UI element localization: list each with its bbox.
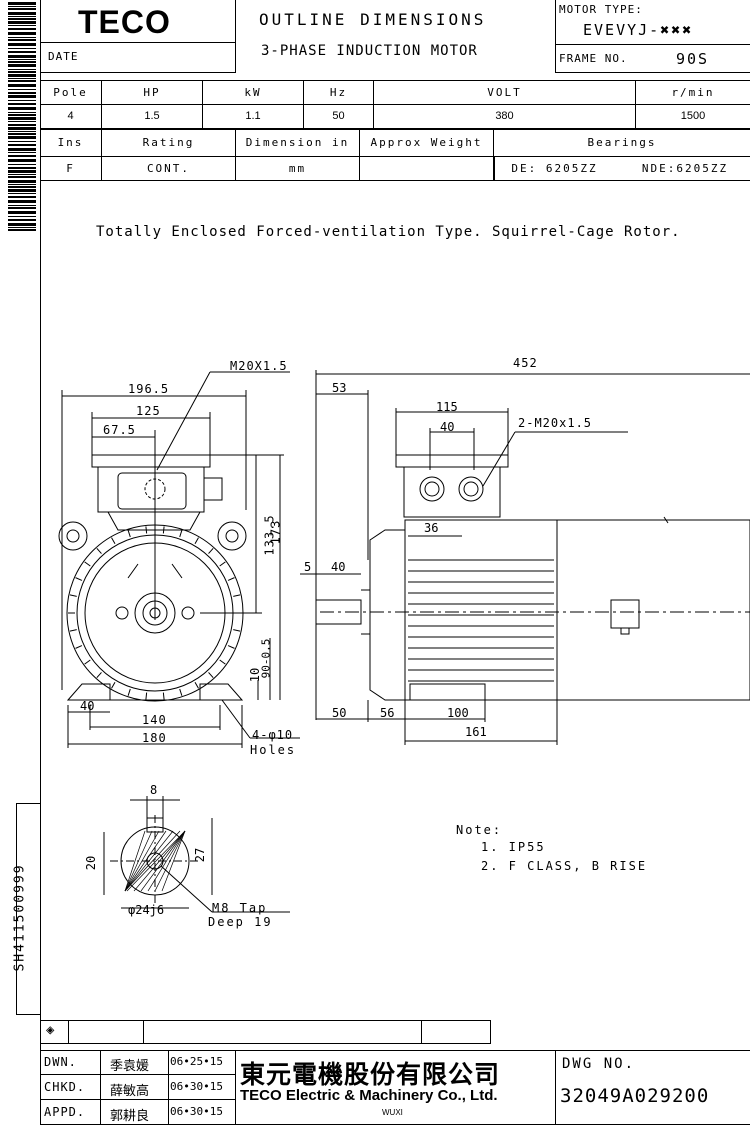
- note-title: Note:: [456, 823, 503, 837]
- dwg-number: 32049A029200: [560, 1085, 710, 1107]
- dim-173: 173: [268, 519, 283, 545]
- spec-header-3: Hz: [304, 80, 374, 104]
- date-label: DATE: [48, 50, 79, 63]
- dim-180: 180: [142, 731, 167, 745]
- frame-label: FRAME NO.: [559, 52, 628, 65]
- motor-type-label: MOTOR TYPE:: [559, 3, 643, 16]
- dim-40-bottom: 40: [80, 699, 95, 713]
- description: Totally Enclosed Forced-ventilation Type…: [96, 224, 681, 240]
- spec-header-5: r/min: [671, 85, 715, 99]
- spec-value-2: 1.1: [203, 104, 304, 128]
- dim-196: 196.5: [128, 382, 170, 396]
- dim-thread-right: 2-M20x1.5: [518, 416, 593, 430]
- dim-100: 100: [447, 706, 469, 720]
- side-code: SH411500999: [12, 863, 28, 972]
- side-code-box: [16, 803, 41, 1015]
- teco-logo: TECO: [78, 4, 171, 40]
- revision-diamond-icon: ◈: [46, 1022, 55, 1038]
- dim-key-width: 8: [150, 783, 158, 797]
- dim-shaft-dia: φ24j6: [128, 903, 165, 917]
- tb-date-0: 06•25•15: [170, 1055, 223, 1068]
- dim-36: 36: [424, 521, 439, 535]
- dwg-label: DWG NO.: [562, 1056, 636, 1072]
- title-line-2: 3-PHASE INDUCTION MOTOR: [261, 43, 478, 59]
- dim-key-height-left: 20: [84, 855, 99, 871]
- dim-452: 452: [513, 356, 538, 370]
- note-item-1: 1. IP55: [481, 840, 546, 854]
- dim-key-height-right: 27: [193, 847, 208, 863]
- ins-value: F: [40, 156, 102, 181]
- title-block: [40, 1050, 750, 1125]
- company-english: TECO Electric & Machinery Co., Ltd.: [240, 1087, 498, 1104]
- spec-header-4: VOLT: [374, 80, 636, 104]
- tb-name-0: 季袁媛: [110, 1059, 150, 1074]
- dim-161: 161: [465, 725, 487, 739]
- dim-5: 5: [304, 560, 312, 574]
- dim-holes: 4-φ10: [252, 728, 294, 742]
- dim-tap-deep: Deep 19: [208, 915, 273, 929]
- frame-row: [555, 44, 750, 73]
- dim-140: 140: [142, 713, 167, 727]
- tb-label-0: DWN.: [44, 1055, 77, 1069]
- tb-label-1: CHKD.: [44, 1080, 86, 1094]
- frame-value: 90S: [676, 50, 710, 68]
- dim-50: 50: [332, 706, 347, 720]
- dim-40-shaft: 40: [331, 560, 346, 574]
- bearing-de-value: DE: 6205ZZ: [494, 156, 614, 181]
- tb-label-2: APPD.: [44, 1105, 86, 1119]
- motor-type-value: EVEVYJ-✖✖✖: [583, 21, 694, 39]
- dim-holes-label: Holes: [250, 743, 297, 757]
- dim-125: 125: [136, 404, 161, 418]
- spec-header-0: Pole: [40, 80, 102, 104]
- spec2-header-1: Rating: [102, 128, 236, 156]
- side-view: [300, 370, 750, 745]
- tb-date-1: 06•30•15: [170, 1080, 223, 1093]
- logo-box: [40, 0, 236, 73]
- tb-name-1: 薛敏高: [110, 1084, 150, 1099]
- dim-thread-left: M20X1.5: [230, 359, 288, 373]
- dim-40-top: 40: [440, 420, 455, 434]
- barcode: [8, 2, 36, 234]
- spec-value-1: 1.5: [102, 104, 203, 128]
- dim-53: 53: [332, 381, 347, 395]
- spec2-header-4: Bearings: [587, 135, 657, 149]
- tb-name-2: 郭耕良: [110, 1109, 150, 1124]
- title-line-1: OUTLINE DIMENSIONS: [259, 10, 487, 29]
- dim-tap: M8 Tap: [212, 901, 268, 915]
- spec-header-1: HP: [102, 80, 203, 104]
- spec-header-2: kW: [203, 80, 304, 104]
- front-view: [58, 371, 300, 748]
- rating-value: CONT.: [102, 156, 236, 181]
- spec2-header-2: Dimension in: [236, 128, 360, 156]
- revision-strip: [40, 1020, 491, 1044]
- dimension-unit-value: mm: [236, 156, 360, 181]
- company-chinese: 東元電機股份有限公司: [240, 1060, 501, 1089]
- dim-67: 67.5: [103, 423, 136, 437]
- spec-value-0: 4: [40, 104, 102, 128]
- bearing-nde-value: NDE:6205ZZ: [641, 162, 729, 175]
- dim-115: 115: [436, 400, 458, 414]
- spec2-header-3: Approx Weight: [360, 128, 494, 156]
- spec-value-3: 50: [304, 104, 374, 128]
- plant-name: WUXI: [382, 1108, 403, 1117]
- motor-type-box: [555, 0, 750, 73]
- dim-56: 56: [380, 706, 395, 720]
- date-row: [40, 42, 236, 73]
- tb-date-2: 06•30•15: [170, 1105, 223, 1118]
- spec-value-5: 1500: [680, 110, 706, 122]
- spec2-header-0: Ins: [40, 128, 102, 156]
- spec-value-4: 380: [374, 104, 636, 128]
- weight-value: [360, 156, 494, 181]
- note-item-2: 2. F CLASS, B RISE: [481, 859, 648, 873]
- dim-10: 10: [248, 667, 263, 683]
